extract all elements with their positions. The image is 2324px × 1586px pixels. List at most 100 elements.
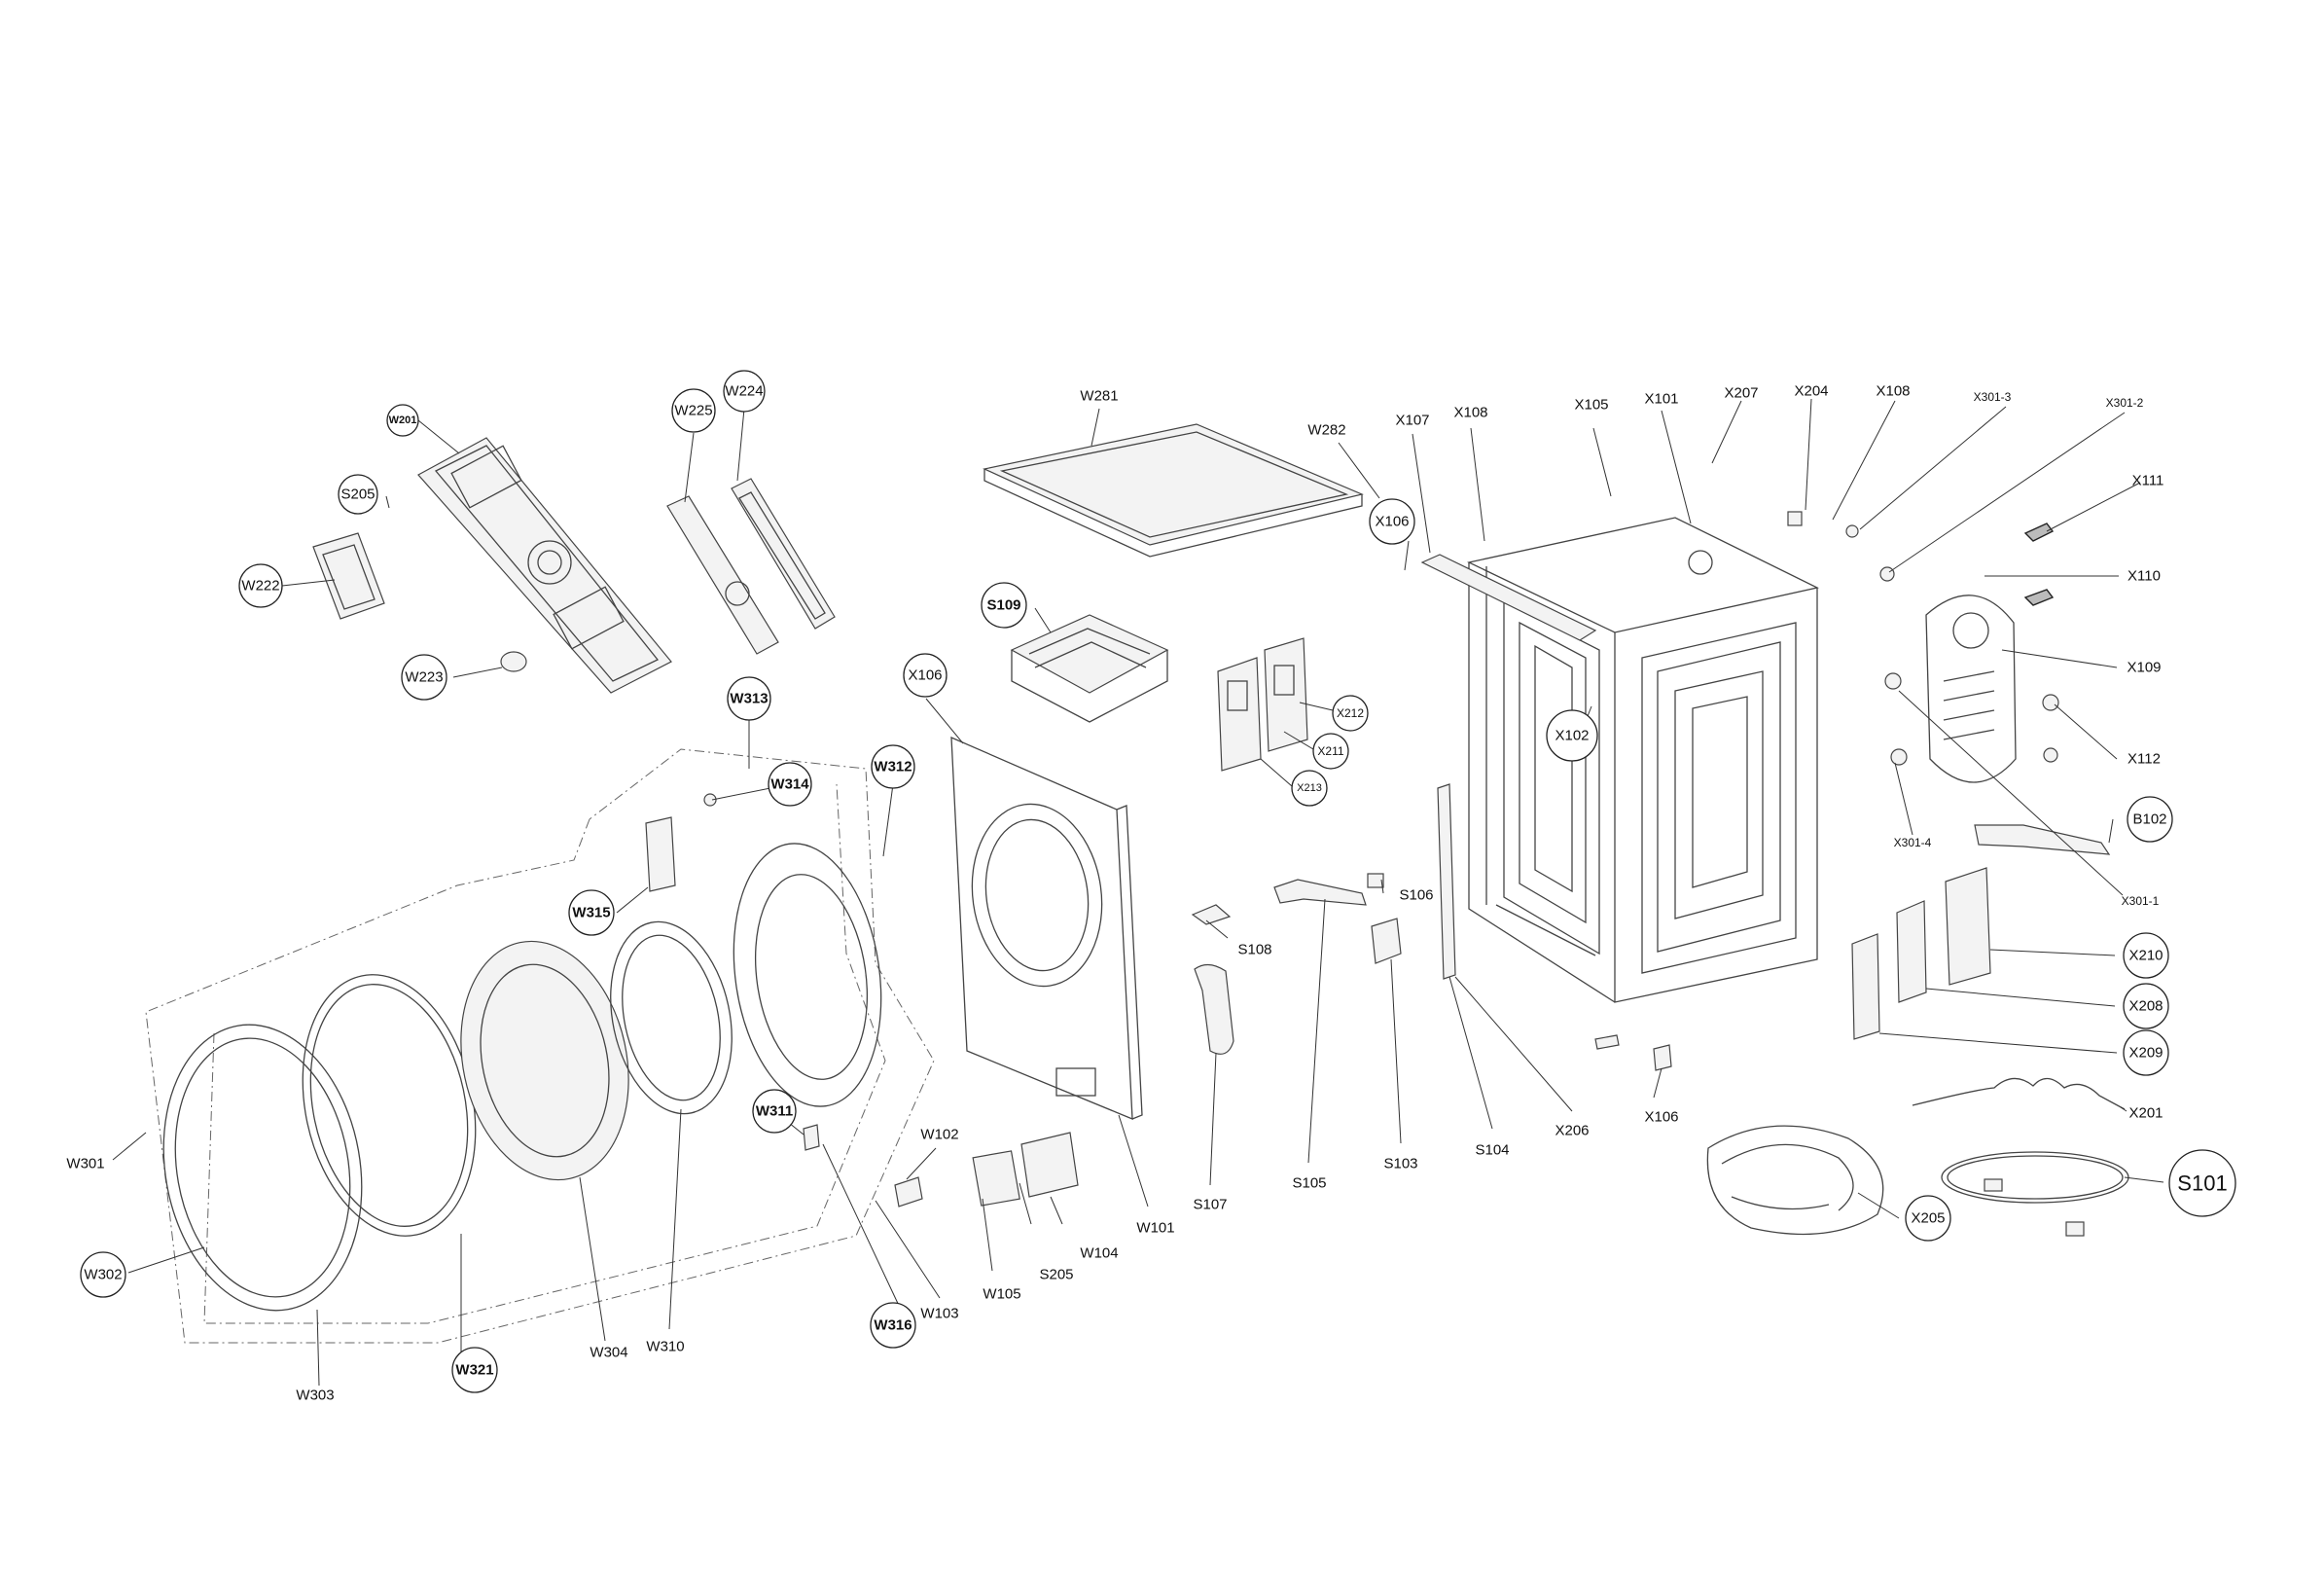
feet-parts (1594, 1034, 1672, 1071)
callout-circle-w302 (80, 1251, 126, 1298)
label-x301-2: X301-2 (2106, 396, 2144, 410)
label-w303: W303 (296, 1388, 334, 1404)
label-x101: X101 (1644, 391, 1678, 408)
label-w301: W301 (66, 1156, 104, 1172)
label-x301-4: X301-4 (1894, 836, 1932, 849)
label-x106-c: X106 (1644, 1109, 1678, 1126)
hose-parts (1191, 904, 1234, 1055)
callout-circle-w315 (568, 889, 615, 936)
label-w311: W311 (756, 1103, 793, 1120)
callout-circle-x210 (2123, 932, 2169, 979)
pcb-parts (666, 478, 836, 655)
label-w316: W316 (874, 1317, 912, 1334)
callout-circle-w201 (386, 404, 419, 437)
label-x112: X112 (2127, 751, 2161, 768)
callout-circle-b102 (2127, 796, 2173, 843)
label-x207: X207 (1724, 385, 1758, 402)
label-x208: X208 (2128, 998, 2163, 1015)
control-panel-part (417, 437, 672, 694)
label-s205-b: S205 (1039, 1267, 1073, 1283)
top-cover-part (983, 423, 1364, 558)
label-s205-a: S205 (340, 487, 375, 503)
label-x105: X105 (1574, 397, 1608, 414)
label-s104: S104 (1475, 1142, 1509, 1159)
callout-circle-w222 (238, 563, 283, 608)
front-panel-part (950, 736, 1143, 1120)
callout-circle-w311 (752, 1089, 797, 1134)
label-w103: W103 (920, 1306, 958, 1322)
inlet-hose-part (1941, 1151, 2129, 1237)
label-x210: X210 (2128, 948, 2163, 964)
label-w310: W310 (646, 1339, 684, 1355)
callout-labels: W281 W282 X107 X108 X105 X101 X207 X204 … (66, 370, 2236, 1404)
label-s106: S106 (1399, 887, 1433, 904)
detergent-drawer-part (312, 532, 385, 620)
label-s108: S108 (1237, 942, 1271, 958)
bracket-part (1217, 637, 1308, 772)
label-s101: S101 (2177, 1171, 2227, 1196)
label-x108-b: X108 (1876, 383, 1910, 400)
wire-harness-part (1706, 1125, 1884, 1236)
label-w281: W281 (1080, 388, 1118, 405)
label-x212: X212 (1337, 706, 1364, 720)
callout-circle-w225 (671, 388, 716, 433)
rear-panel-part (1925, 595, 2017, 783)
power-cord-part (1912, 1077, 2126, 1110)
label-w224: W224 (725, 383, 763, 400)
callout-circle-x106-a (1369, 498, 1415, 545)
callout-circle-w316 (870, 1302, 916, 1349)
label-x205: X205 (1911, 1210, 1945, 1227)
label-x106-b: X106 (908, 667, 942, 684)
label-x111: X111 (2132, 473, 2164, 489)
callout-circle-x106-b (903, 653, 947, 698)
label-w223: W223 (405, 669, 443, 686)
callout-circle-s109 (981, 582, 1027, 629)
label-w314: W314 (770, 776, 809, 793)
label-x301-1: X301-1 (2122, 894, 2160, 908)
label-w302: W302 (84, 1267, 122, 1283)
label-x301-3: X301-3 (1974, 390, 2012, 404)
label-x204: X204 (1794, 383, 1828, 400)
callout-circle-w223 (401, 654, 447, 701)
callout-circle-x212 (1332, 695, 1369, 732)
label-x206: X206 (1555, 1123, 1589, 1139)
heater-block-part (1010, 614, 1169, 723)
label-x201: X201 (2128, 1105, 2163, 1122)
label-x110: X110 (2127, 568, 2161, 585)
label-w225: W225 (674, 403, 712, 419)
callout-circle-w321 (451, 1347, 498, 1393)
label-x209: X209 (2128, 1045, 2163, 1062)
callout-circle-x205 (1905, 1195, 1951, 1242)
callout-circle-x208 (2123, 983, 2169, 1029)
door-assembly-part (145, 748, 1079, 1344)
label-w304: W304 (590, 1345, 627, 1361)
label-w282: W282 (1307, 422, 1345, 439)
cabinet-part (1420, 517, 1819, 1003)
label-w315: W315 (572, 905, 610, 921)
label-w321: W321 (455, 1362, 493, 1379)
label-x106-a: X106 (1375, 514, 1409, 530)
callout-circle-s101 (2168, 1149, 2236, 1217)
label-s109: S109 (986, 597, 1020, 614)
label-b102: B102 (2132, 811, 2166, 828)
knob-part (500, 651, 527, 672)
label-s107: S107 (1193, 1197, 1227, 1213)
label-w101: W101 (1136, 1220, 1174, 1237)
label-x211: X211 (1317, 744, 1343, 758)
label-w312: W312 (874, 759, 912, 775)
callout-circle-w314 (768, 762, 812, 807)
label-s105: S105 (1292, 1175, 1326, 1192)
callout-circle-x102 (1546, 709, 1598, 762)
callout-circle-s205 (338, 474, 378, 515)
label-x109: X109 (2127, 660, 2161, 676)
label-x107: X107 (1395, 413, 1429, 429)
label-x213: X213 (1297, 782, 1322, 794)
strap-part (1974, 824, 2111, 855)
electronic-boards-part (1851, 867, 1991, 1040)
callout-circle-x209 (2123, 1029, 2169, 1076)
callout-circle-w224 (723, 370, 766, 413)
fittings-parts (1787, 511, 2059, 766)
label-w105: W105 (983, 1286, 1020, 1303)
label-x102: X102 (1555, 728, 1589, 744)
